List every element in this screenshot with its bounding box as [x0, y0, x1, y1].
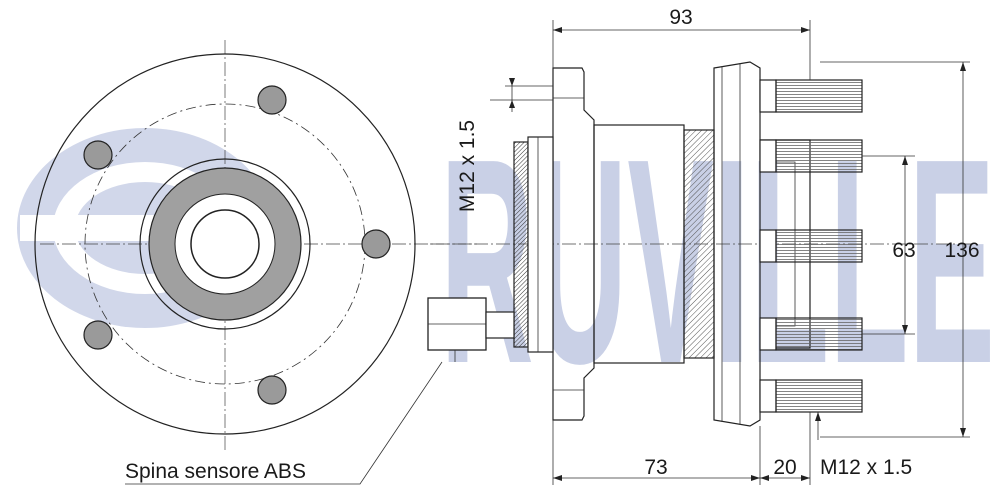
wheel-stud-1 [759, 79, 863, 113]
abs-connector-label: Spina sensore ABS [125, 460, 306, 483]
dim-stud-length: 20 [773, 456, 796, 479]
wheel-stud-2 [759, 139, 863, 173]
wheel-stud-4 [759, 317, 863, 351]
hub-flange [552, 67, 595, 421]
dim-overall-length: 93 [669, 6, 692, 29]
side-view [427, 61, 975, 427]
center-bore [190, 209, 260, 279]
bolt-hole-3 [361, 229, 391, 259]
wheel-stud-5 [759, 379, 863, 413]
flange-outline [34, 53, 416, 435]
dim-thread-bottom: M12 x 1.5 [820, 456, 912, 479]
bolt-hole-5 [257, 375, 287, 405]
bolt-hole-2 [83, 140, 113, 170]
abs-sensor-connector [427, 297, 515, 362]
dim-flange-diameter: 136 [944, 239, 979, 262]
dim-hub-length: 73 [644, 456, 667, 479]
dimension-lines [125, 20, 970, 485]
dim-thread-left: M12 x 1.5 [456, 120, 479, 212]
wheel-stud-3 [759, 229, 863, 263]
inner-seal [513, 141, 529, 348]
bearing-section [683, 129, 715, 359]
front-view [34, 40, 480, 450]
hub-boss [139, 158, 311, 330]
dim-bolt-circle: 63 [892, 239, 915, 262]
wheel-flange [713, 61, 761, 427]
bolt-hole-4 [83, 320, 113, 350]
bolt-hole-1 [257, 85, 287, 115]
